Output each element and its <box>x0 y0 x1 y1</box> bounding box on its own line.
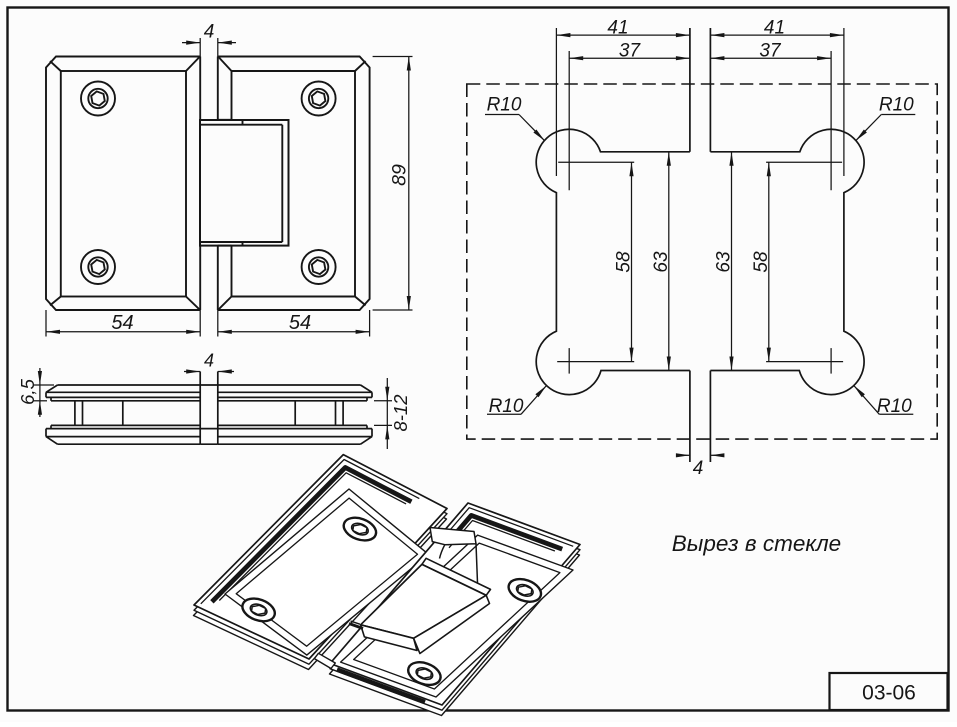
svg-text:4: 4 <box>693 458 704 479</box>
svg-text:R10: R10 <box>879 95 914 116</box>
svg-text:4: 4 <box>204 351 214 371</box>
svg-text:41: 41 <box>607 18 628 39</box>
svg-text:58: 58 <box>751 251 772 273</box>
svg-text:54: 54 <box>111 312 133 334</box>
svg-text:63: 63 <box>714 251 735 273</box>
svg-text:89: 89 <box>389 164 411 186</box>
svg-text:R10: R10 <box>487 95 522 116</box>
svg-text:41: 41 <box>764 18 785 39</box>
svg-text:R10: R10 <box>489 396 524 417</box>
svg-text:37: 37 <box>619 41 642 62</box>
svg-text:54: 54 <box>289 312 311 334</box>
svg-text:63: 63 <box>651 251 672 273</box>
svg-text:8-12: 8-12 <box>390 394 411 432</box>
svg-text:6,5: 6,5 <box>17 378 38 404</box>
svg-text:4: 4 <box>204 22 215 43</box>
svg-text:03-06: 03-06 <box>862 682 916 705</box>
svg-text:58: 58 <box>614 251 635 273</box>
svg-text:R10: R10 <box>877 396 912 417</box>
svg-text:37: 37 <box>759 41 782 62</box>
svg-text:Вырез в стекле: Вырез в стекле <box>672 531 841 556</box>
